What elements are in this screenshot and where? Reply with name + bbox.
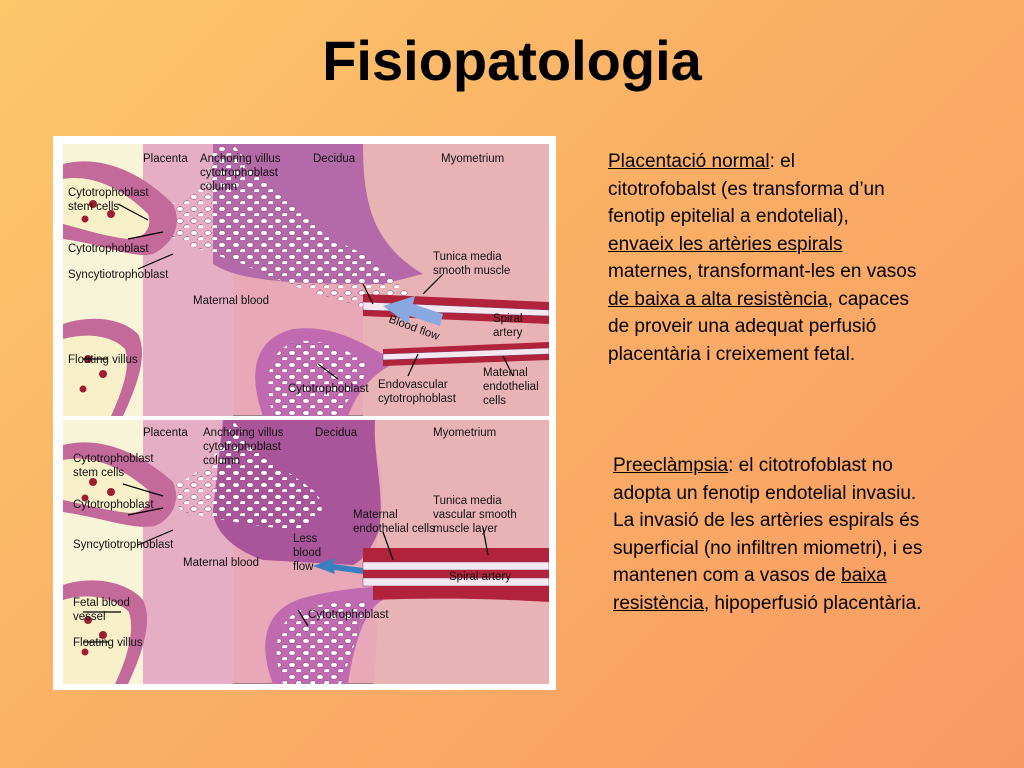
label-placenta-2: Placenta — [143, 427, 188, 439]
label-anchoring-villus-2-line3: column — [203, 455, 240, 467]
normal-placentation-panel: Placenta Anchoring villus cytotrophoblas… — [63, 144, 549, 416]
text-normal-line8: placentària i creixement fetal. — [608, 343, 856, 365]
label-tunica-media: Tunica media — [433, 251, 502, 263]
text-pre-line2: adopta un fenotip endotelial invasiu. — [613, 482, 917, 504]
preeclampsia-panel: Placenta Anchoring villus cytotrophoblas… — [63, 420, 549, 684]
less-blood-flow-arrow — [313, 558, 363, 574]
label-cytotrophoblast: Cytotrophoblast — [68, 243, 149, 255]
label-stem-cells: Cytotrophoblast — [68, 187, 149, 199]
text-normal-line1: : el — [769, 151, 795, 172]
label-tunica-media-2-line3: muscle layer — [433, 523, 498, 535]
label-cytotrophoblast-2: Cytotrophoblast — [73, 499, 154, 511]
label-maternal-endothelial-line3: cells — [483, 395, 506, 407]
text-pre-line3: La invasió de les artèries espirals és — [613, 510, 920, 531]
text-pre-line5-underlined: baixa — [841, 565, 887, 586]
label-myometrium-2: Myometrium — [433, 427, 496, 439]
label-anchoring-villus: Anchoring villus — [200, 153, 281, 165]
label-decidua: Decidua — [313, 153, 356, 165]
label-anchoring-villus-line3: column — [200, 181, 237, 193]
label-less-blood-flow: Less — [293, 533, 318, 545]
text-normal-line4: envaeix les artèries espirals — [608, 233, 843, 255]
text-normal-line7: de proveir una adequat perfusió — [608, 316, 877, 337]
label-less-blood-flow-line3: flow — [293, 561, 314, 573]
text-pre-line6-underlined: resistència — [613, 592, 704, 614]
normal-placentation-text: Placentació normal: el citotrofobalst (e… — [608, 148, 1008, 368]
label-stem-cells-2: Cytotrophoblast — [73, 453, 154, 465]
slide-title: Fisiopatologia — [322, 29, 702, 92]
label-syncytiotrophoblast: Syncytiotrophoblast — [68, 269, 169, 281]
preeclampsia-diagram: Placenta Anchoring villus cytotrophoblas… — [63, 420, 549, 684]
text-normal-line6-underlined: de baixa a alta resistència — [608, 288, 828, 310]
label-syncytiotrophoblast-2: Syncytiotrophoblast — [73, 539, 174, 551]
text-pre-line5: mantenen com a vasos de — [613, 565, 842, 586]
label-anchoring-villus-line2: cytotrophoblast — [200, 167, 279, 179]
label-stem-cells-2-line2: stem cells — [73, 467, 124, 479]
text-pre-line4: superficial (no infiltren miometri), i e… — [613, 537, 923, 559]
label-placenta: Placenta — [143, 153, 188, 165]
label-cytotrophoblast-2-lower: Cytotrophoblast — [308, 609, 389, 621]
label-less-blood-flow-line2: blood — [293, 547, 321, 559]
text-normal-line6: , capaces — [827, 288, 910, 310]
label-spiral-artery: Spiral — [493, 313, 522, 325]
normal-placentation-diagram: Placenta Anchoring villus cytotrophoblas… — [63, 144, 549, 416]
label-endovascular: Endovascular — [378, 379, 448, 391]
label-tunica-media-2: Tunica media — [433, 495, 502, 507]
label-maternal-endothelial-line2: endothelial — [483, 381, 539, 393]
label-maternal-endothelial-2-line2: endothelial cells — [353, 523, 435, 535]
text-pre-line1: : el citotrofoblast no — [728, 455, 893, 476]
label-myometrium: Myometrium — [441, 153, 504, 165]
label-maternal-endothelial: Maternal — [483, 367, 528, 379]
label-cytotrophoblast-lower: Cytotrophoblast — [288, 383, 369, 395]
label-anchoring-villus-2: Anchoring villus — [203, 427, 284, 439]
label-maternal-blood-2: Maternal blood — [183, 557, 259, 569]
label-spiral-artery-2: Spiral artery — [449, 571, 511, 583]
blood-flow-arrow — [383, 296, 443, 326]
heading-preeclampsia: Preeclàmpsia — [613, 455, 729, 476]
label-maternal-endothelial-2: Maternal — [353, 509, 398, 521]
label-tunica-media-2-line2: vascular smooth — [433, 509, 517, 521]
text-normal-line2: citotrofobalst (es transforma d’un — [608, 178, 885, 200]
label-decidua-2: Decidua — [315, 427, 358, 439]
placentation-figure: Placenta Anchoring villus cytotrophoblas… — [53, 136, 556, 690]
label-anchoring-villus-2-line2: cytotrophoblast — [203, 441, 282, 453]
label-fetal-blood-vessel-line2: vessel — [73, 611, 106, 623]
label-fetal-blood-vessel: Fetal blood — [73, 597, 130, 609]
text-normal-line5: maternes, transformant-les en vasos — [608, 261, 917, 282]
label-stem-cells-line2: stem cells — [68, 201, 119, 213]
text-normal-line3: fenotip epitelial a endotelial), — [608, 206, 849, 227]
label-floating-villus: Floating villus — [68, 354, 138, 366]
label-endovascular-line2: cytotrophoblast — [378, 393, 457, 405]
label-tunica-media-line2: smooth muscle — [433, 265, 510, 277]
label-spiral-artery-line2: artery — [493, 327, 523, 339]
label-floating-villus-2: Floating villus — [73, 637, 143, 649]
text-pre-line6: , hipoperfusió placentària. — [703, 592, 922, 614]
label-maternal-blood: Maternal blood — [193, 295, 269, 307]
heading-normal: Placentació normal — [608, 151, 770, 172]
preeclampsia-text: Preeclàmpsia: el citotrofoblast no adopt… — [613, 452, 1013, 617]
